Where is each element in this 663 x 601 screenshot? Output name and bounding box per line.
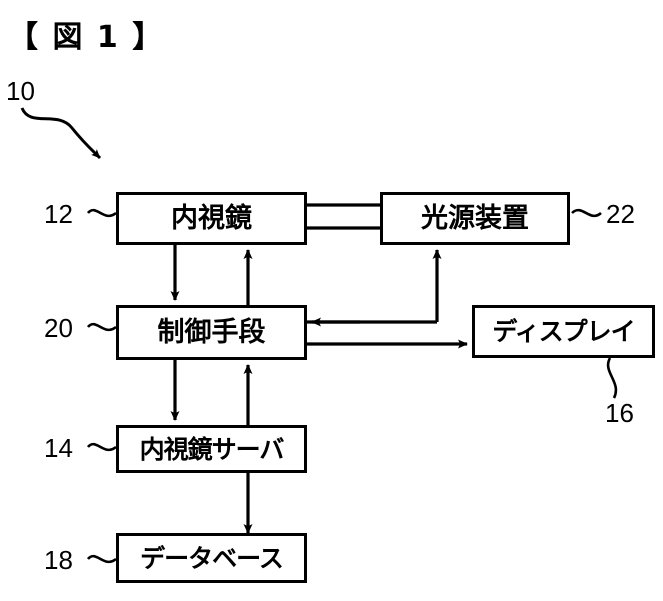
node-display-label: ディスプレイ [492,317,635,346]
ref-number-22: 22 [606,199,635,229]
ref-number-14: 14 [44,433,73,463]
node-database-label: データベース [140,543,284,573]
ref-leader-22 [571,208,602,218]
ref-leader-18 [86,554,117,564]
node-control-means-label: 制御手段 [157,317,266,348]
node-database: データベース [116,533,307,583]
ref-leader-12 [86,208,117,218]
ref-number-12: 12 [44,199,73,229]
ref-leader-14 [86,442,117,452]
node-endoscope: 内視鏡 [116,192,307,245]
node-endoscope-label: 内視鏡 [171,203,252,234]
ref-leader-20 [86,322,117,332]
node-light-source-label: 光源装置 [421,203,529,234]
node-endoscope-server: 内視鏡サーバ [116,425,307,473]
figure-title: 【 図 1 】 [8,20,165,55]
system-ref-leader [20,107,102,160]
node-control-means: 制御手段 [116,305,307,360]
ref-number-18: 18 [44,545,73,575]
node-light-source: 光源装置 [380,192,570,245]
ref-number-20: 20 [44,313,73,343]
node-display: ディスプレイ [472,305,655,358]
ref-leader-16 [606,357,618,399]
ref-number-16: 16 [605,398,634,428]
ref-number-10: 10 [6,76,35,106]
node-endoscope-server-label: 内視鏡サーバ [139,434,285,464]
